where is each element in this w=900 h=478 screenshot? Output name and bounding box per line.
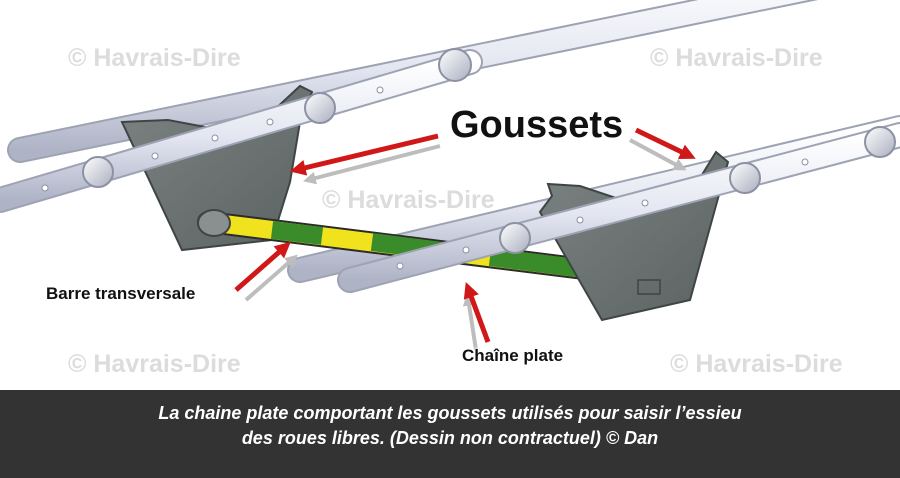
label-goussets: Goussets [450,104,624,146]
arrow-barre [234,241,298,302]
arrow-chaine [462,281,491,351]
watermark-top-left: © Havrais-Dire [68,44,241,72]
caption-line-1: La chaine plate comportant les goussets … [158,403,742,423]
arrow-goussets-right [629,127,696,171]
front-chain-left [0,48,483,213]
label-chaine-plate: Chaîne plate [462,346,564,365]
watermark-bottom-right: © Havrais-Dire [670,350,843,378]
watermark-top-right: © Havrais-Dire [650,44,823,72]
caption-bar: La chaine plate comportant les goussets … [0,390,900,478]
chain-diagram [0,0,900,351]
arrow-goussets-left [289,133,441,185]
watermark-bottom-left: © Havrais-Dire [68,350,241,378]
front-chain-right [337,122,900,293]
caption-line-2: des roues libres. (Dessin non contractue… [241,428,659,448]
label-barre-transversale: Barre transversale [46,284,196,303]
watermark-center: © Havrais-Dire [322,186,495,214]
